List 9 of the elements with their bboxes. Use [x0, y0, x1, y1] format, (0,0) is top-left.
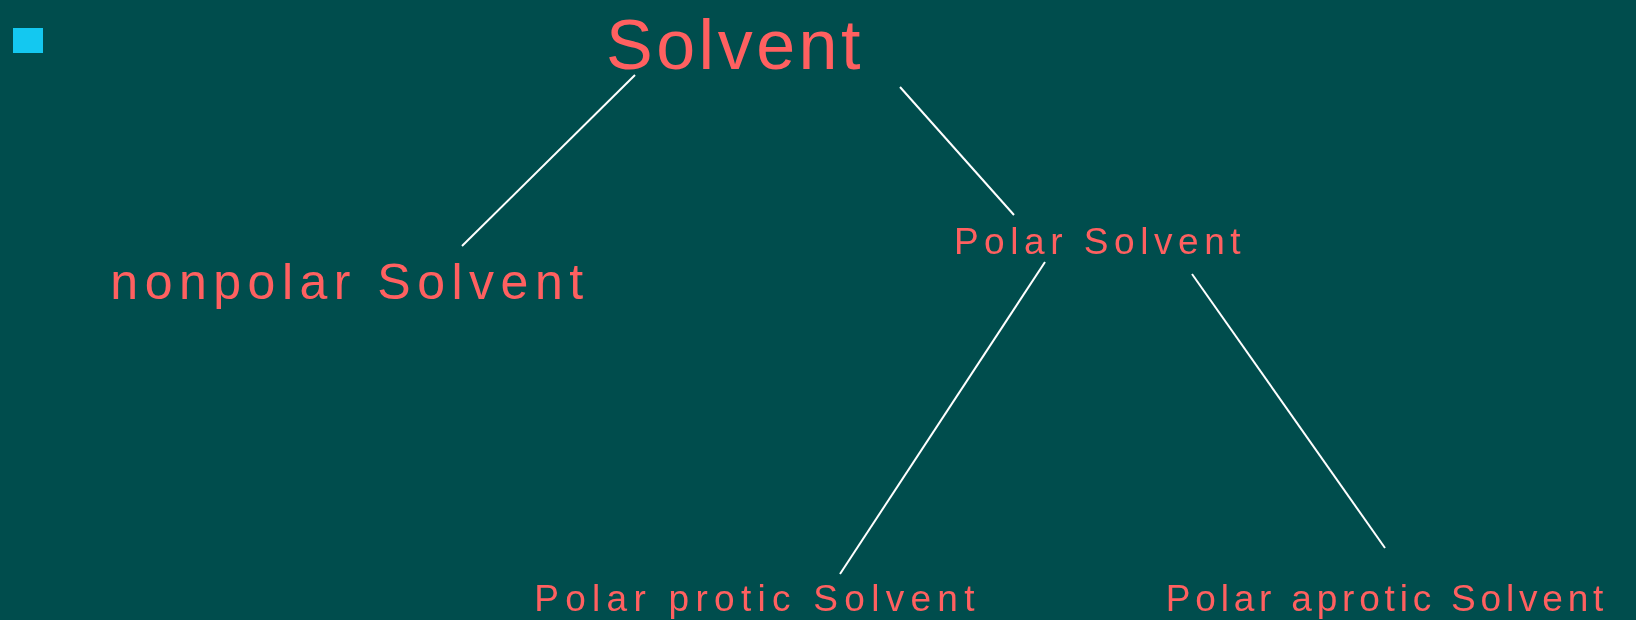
category-label: Polar Solvent: [930, 218, 1270, 264]
connector-line: [461, 74, 636, 247]
category-label: Polar protic Solvent: [505, 576, 1010, 620]
category-label: Polar aprotic Solvent: [1140, 576, 1634, 620]
connector-line: [899, 86, 1015, 216]
category-label: Solvent: [570, 5, 900, 85]
category-label: nonpolar Solvent: [70, 252, 630, 312]
connector-line: [839, 261, 1046, 575]
connector-line: [1191, 273, 1386, 549]
